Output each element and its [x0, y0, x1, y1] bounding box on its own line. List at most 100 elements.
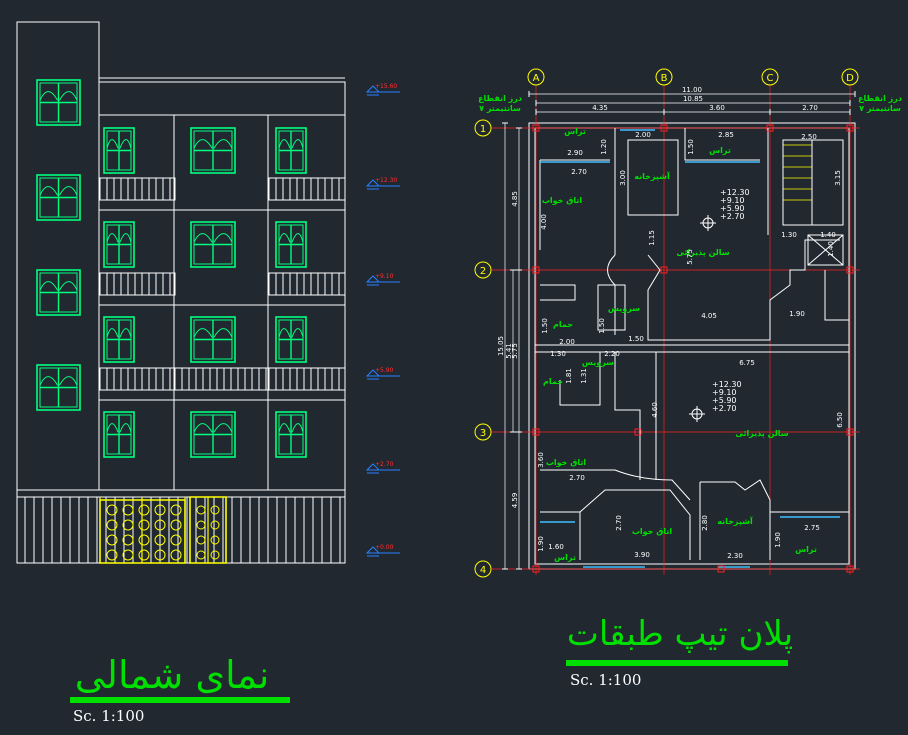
level-value: +5.90 [375, 367, 394, 374]
room-label: آشپزخانه [634, 171, 670, 181]
plan-level-tag: +12.30+9.10+5.90+2.70 [700, 188, 750, 231]
interior-wall [647, 239, 840, 341]
room-label: آشپزخانه [717, 516, 753, 526]
dimension-text: 2.30 [727, 552, 743, 560]
roof-parapet [98, 81, 346, 116]
column-marker [846, 565, 854, 573]
level-marker: +15.60 [365, 83, 400, 96]
column-marker [846, 266, 854, 274]
dimension-text: 4.00 [540, 214, 548, 230]
window [190, 316, 236, 363]
dimension-text: 1.90 [774, 532, 782, 548]
column-marker [532, 565, 540, 573]
window [275, 221, 307, 268]
dimension-text: 2.80 [701, 515, 709, 531]
column-marker [634, 428, 642, 436]
interior-wall [597, 284, 626, 331]
window [103, 316, 135, 363]
dimension-text: 4.05 [701, 312, 717, 320]
room-label: تراس [564, 127, 586, 137]
room-label: حمام [543, 377, 563, 386]
room-label: سرویس [582, 358, 614, 368]
plan-level-value: +12.30 [720, 188, 750, 197]
grid-bubble [474, 423, 492, 441]
level-value: +2.70 [375, 461, 394, 468]
column-marker [717, 565, 725, 573]
room-label: اتاق خواب [632, 527, 673, 536]
room-label: تراس [795, 545, 817, 555]
column-marker [846, 124, 854, 132]
dimension-text: 1.50 [598, 318, 606, 334]
plan-level-value: +5.90 [712, 396, 737, 405]
level-marker: +2.70 [365, 461, 400, 474]
expansion-joint-note-right: درز انقطاع [858, 94, 902, 103]
window [275, 316, 307, 363]
grid-bubble [841, 68, 859, 86]
window [103, 127, 135, 174]
grid-col-label: D [846, 73, 854, 84]
dimension-text: 2.75 [804, 524, 820, 532]
column-marker [532, 428, 540, 436]
dimension-text: 3.90 [634, 551, 650, 559]
interior-wall [614, 352, 641, 480]
level-value: +15.60 [375, 83, 397, 90]
plan-level-value: +2.70 [720, 212, 745, 221]
plan-scale: Sc. 1:100 [570, 671, 641, 689]
plan-level-value: +9.10 [712, 388, 737, 397]
grid-bubble [761, 68, 779, 86]
dimension-text: 2.50 [801, 133, 817, 141]
grid-col-label: A [533, 73, 540, 84]
window [275, 411, 307, 458]
inner-width-dim: 10.85 [683, 95, 703, 103]
dimension-text: 6.50 [836, 412, 844, 428]
elevation-title-underline [70, 697, 290, 703]
entrance-gate [99, 496, 227, 564]
dimension-text: 3.60 [537, 452, 545, 468]
plan-level-value: +2.70 [712, 404, 737, 413]
ground-floor-slats [24, 497, 341, 563]
inner-depth-dim: 5.41 [505, 343, 513, 359]
window [36, 79, 81, 126]
dimension-text: 1.15 [648, 230, 656, 246]
expansion-joint-note-left: ۷ سانتیمتر [479, 104, 521, 113]
dimension-text: 1.50 [541, 318, 549, 334]
grid-row-label: 2 [480, 266, 486, 277]
plan-level-value: +5.90 [720, 204, 745, 213]
interior-wall [824, 270, 849, 321]
room-label: اتاق خواب [546, 458, 587, 467]
dimension-text: 4.60 [651, 402, 659, 418]
dimension-text: 4.35 [592, 104, 608, 112]
level-marker: +5.90 [365, 367, 400, 380]
level-value: +0.00 [375, 544, 394, 551]
dimension-text: 5.75 [511, 343, 519, 359]
interior-wall [607, 254, 616, 335]
staircase [782, 139, 844, 266]
dimension-text: 1.20 [600, 139, 608, 155]
interior-wall [684, 128, 760, 161]
interior-wall [627, 139, 679, 216]
level-marker: +0.00 [365, 544, 400, 557]
overall-width-dim: 11.00 [682, 86, 702, 94]
room-label: اتاق خواب [542, 196, 583, 205]
dimension-text: 2.70 [569, 474, 585, 482]
column-marker [766, 124, 774, 132]
room-label: سالن پذیرائی [735, 429, 788, 438]
column-marker [660, 266, 668, 274]
overall-depth-dim: 15.05 [497, 336, 505, 356]
grid-col-label: C [767, 73, 774, 84]
expansion-joint-note-left: درز انقطاع [478, 94, 522, 103]
interior-wall [559, 352, 601, 406]
grid-row-label: 1 [480, 124, 486, 135]
room-label: تراس [554, 553, 576, 563]
dimension-text: 1.60 [548, 543, 564, 551]
plan-title: پلان تیپ طبقات [567, 614, 793, 654]
dimension-text: 2.70 [571, 168, 587, 176]
dimension-text: 1.40 [827, 241, 835, 257]
room-label: سرویس [608, 304, 640, 314]
interior-wall [579, 489, 691, 560]
grid-bubble [474, 119, 492, 137]
dimension-text: 4.59 [511, 493, 519, 509]
dimension-text: 3.00 [619, 170, 627, 186]
plan-level-value: +12.30 [712, 380, 742, 389]
